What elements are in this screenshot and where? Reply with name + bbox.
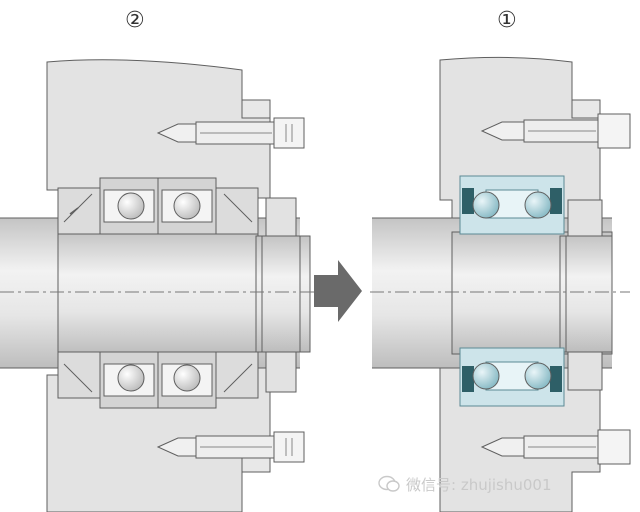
right-bearing-bottom [459,347,565,407]
label-circled-one: ① [497,8,517,33]
left-bearing-top [57,177,259,235]
left-bolt-bottom [156,431,305,463]
right-ball [472,362,500,390]
right-bolt-bottom [480,429,631,465]
left-ball [173,364,201,392]
right-assembly [370,56,631,512]
right-ball [524,362,552,390]
left-ball [117,192,145,220]
watermark: 微信号: zhujishu001 [378,472,552,496]
label-circled-two: ② [125,8,145,33]
right-ball [524,191,552,219]
left-shaft-step [57,231,259,355]
right-bearing-top [459,175,565,235]
right-ball [472,191,500,219]
left-ball [117,364,145,392]
left-locknut [255,235,311,353]
left-ball [173,192,201,220]
wechat-icon [378,475,400,492]
right-locknut [559,235,613,353]
watermark-text: 微信号: zhujishu001 [406,475,552,494]
left-bearing-bottom [57,351,259,409]
right-bolt-top [480,113,631,149]
transition-arrow-icon [314,260,362,322]
left-bolt-top [156,117,305,149]
left-assembly [0,59,318,512]
left-housing-step-top [241,99,271,119]
